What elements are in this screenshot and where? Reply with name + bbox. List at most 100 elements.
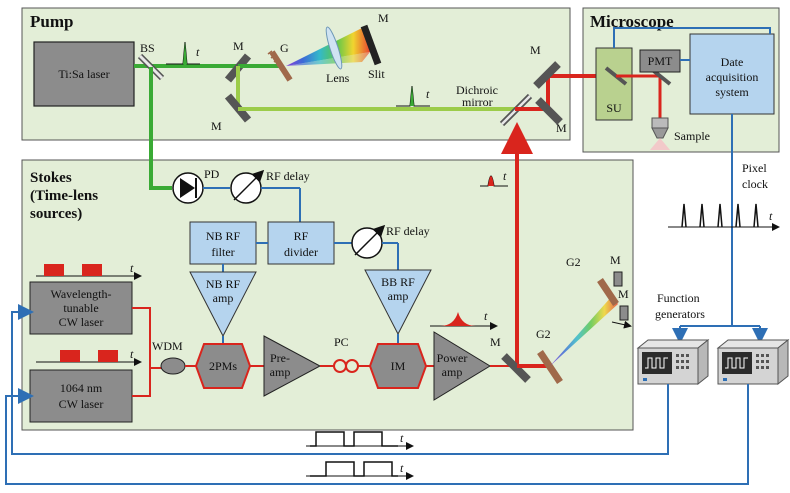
wl-laser-label-3: CW laser — [59, 315, 104, 329]
nb-rf-filter-label-1: NB RF — [206, 229, 241, 243]
rf-divider-box — [267, 221, 335, 265]
su-label: SU — [606, 101, 622, 115]
pd-label: PD — [204, 167, 220, 181]
mirror-combined-1 — [533, 61, 561, 89]
cw1064-label-2: CW laser — [59, 397, 104, 411]
control-line-1 — [11, 304, 669, 455]
grating-g2-upper — [597, 278, 619, 306]
shaped-pulse-t: t — [484, 309, 488, 323]
power-amp — [433, 331, 491, 401]
pc-label: PC — [334, 335, 349, 349]
dichroic-label-1: Dichroic — [456, 83, 498, 97]
daq-label-1: Date — [721, 55, 744, 69]
nb-rf-amp-label-2: amp — [213, 291, 234, 305]
grating-label: G — [280, 41, 289, 55]
mirror-label-7: M — [618, 287, 629, 301]
daq-label-2: acquisition — [706, 70, 759, 84]
microscope-title: Microscope — [590, 12, 674, 31]
im-label: IM — [391, 359, 406, 373]
cw1064-t: t — [130, 347, 134, 361]
pump-pulse-t: t — [196, 45, 200, 59]
mirror-label-5: M — [490, 335, 501, 349]
stokes-title-line3: sources) — [30, 206, 82, 222]
mirror-label-6: M — [610, 253, 621, 267]
wl-laser-pulse-1 — [44, 264, 64, 276]
wl-laser-label-1: Wavelength- — [50, 287, 111, 301]
g2-label-upper: G2 — [566, 255, 581, 269]
slit-mirror — [360, 24, 382, 66]
cw1064-pulse-1 — [60, 350, 80, 362]
slit-label: Slit — [368, 67, 385, 81]
tisa-laser-label: Ti:Sa laser — [58, 67, 109, 81]
wl-laser-pulse-2 — [82, 264, 102, 276]
cw1064-label-1: 1064 nm — [60, 381, 103, 395]
bb-rf-amp-label-1: BB RF — [381, 275, 415, 289]
pixel-clock-label-2: clock — [742, 177, 768, 191]
lens-label: Lens — [326, 71, 350, 85]
daq-box — [689, 33, 775, 115]
mirror-g2-2 — [619, 305, 629, 321]
nb-rf-amp-label-1: NB RF — [206, 277, 241, 291]
mirror-combined-2 — [535, 97, 563, 125]
grating-g — [269, 50, 293, 82]
g2-label-lower: G2 — [536, 327, 551, 341]
nb-rf-filter-label-2: filter — [211, 245, 234, 259]
rf-divider-label-1: RF — [294, 229, 309, 243]
preamp-label-2: amp — [270, 365, 291, 379]
stokes-title-line2: (Time-lens — [30, 188, 98, 204]
bb-rf-amp-label-2: amp — [388, 289, 409, 303]
grating-g2-lower — [537, 350, 563, 384]
rf-divider-label-2: divider — [284, 245, 318, 259]
shaped-pulse — [440, 312, 476, 326]
rf-delay-1-label: RF delay — [266, 169, 310, 183]
mirror-label-3: M — [530, 43, 541, 57]
lens — [325, 26, 343, 70]
wdm-label: WDM — [152, 339, 183, 353]
control-wave-1-t: t — [400, 431, 404, 445]
pixel-clock-pulses — [681, 203, 759, 228]
nb-rf-amp — [189, 271, 257, 338]
objective-icon — [651, 117, 669, 129]
function-gen-label-2: generators — [655, 307, 705, 321]
control-wave-1 — [310, 431, 398, 447]
rf-delay-2-label: RF delay — [386, 224, 430, 238]
sample-label: Sample — [674, 129, 710, 143]
cw1064-laser-box — [29, 369, 133, 423]
wl-laser-t: t — [130, 261, 134, 275]
power-amp-label-2: amp — [442, 365, 463, 379]
dichroic-label-2: mirror — [462, 95, 493, 109]
su-daq-link — [613, 27, 771, 48]
mirror-label-4: M — [556, 121, 567, 135]
two-pms-label: 2PMs — [209, 359, 237, 373]
slit-mirror-label: M — [378, 11, 389, 25]
wl-laser-label-2: tunable — [63, 301, 98, 315]
cw1064-pulse-2 — [98, 350, 118, 362]
mirror-g2-1 — [613, 271, 623, 287]
pmt-label: PMT — [648, 54, 673, 68]
function-gen-label-1: Function — [657, 291, 700, 305]
pre-amp — [263, 335, 322, 397]
stokes-spectrum — [550, 296, 618, 366]
stokes-pulse-t: t — [503, 169, 507, 183]
control-line-2 — [5, 384, 749, 485]
mirror-stokes — [501, 353, 531, 383]
preamp-label-1: Pre- — [270, 351, 290, 365]
dispersed-spectrum — [286, 28, 370, 66]
pixel-clock-label-1: Pixel — [742, 161, 767, 175]
mirror-label-2: M — [211, 119, 222, 133]
wdm — [160, 357, 186, 375]
control-wave-2-t: t — [400, 461, 404, 475]
pixel-clock-t: t — [769, 209, 773, 223]
stokes-title-line1: Stokes — [30, 170, 72, 186]
tisa-laser-box — [33, 41, 135, 107]
function-generator-2 — [716, 338, 790, 386]
pump-title: Pump — [30, 12, 73, 31]
bb-rf-amp — [364, 269, 432, 336]
bs-label: BS — [140, 41, 155, 55]
control-wave-2 — [310, 461, 398, 477]
mirror-label: M — [233, 39, 244, 53]
function-generator-1 — [636, 338, 710, 386]
pump-pulse2-t: t — [426, 87, 430, 101]
power-amp-label-1: Power — [437, 351, 468, 365]
